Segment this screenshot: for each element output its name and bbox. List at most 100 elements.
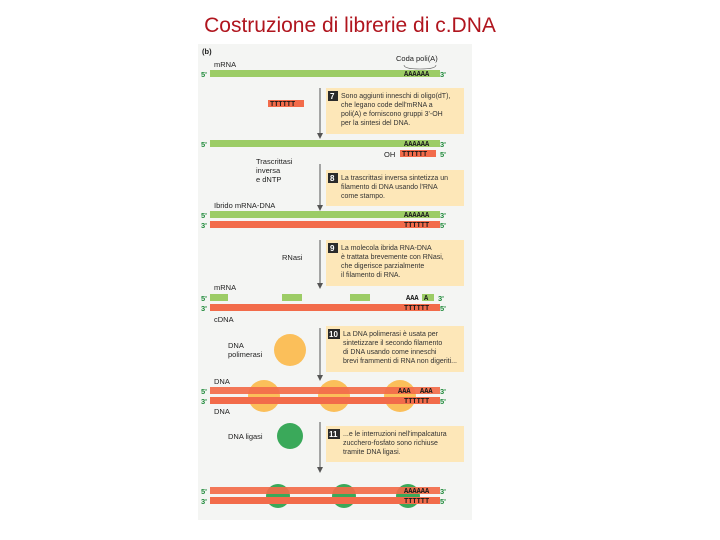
row6-bottom-3prime-end: 3': [201, 497, 207, 506]
step-10-number: 10: [329, 330, 338, 339]
step-7-line-4: per la sintesi del DNA.: [341, 120, 410, 127]
step-7-line-1: Sono aggiunti inneschi di oligo(dT),: [341, 93, 450, 100]
row4-cdna-strand: [210, 304, 440, 311]
step-11-number-badge: [328, 429, 340, 439]
reverse-transcriptase-label-3: e dNTP: [256, 175, 281, 184]
polya-tail-label: Coda poli(A): [396, 54, 438, 63]
row5-polyt-sequence: TTTTTT: [404, 398, 429, 406]
step-9-line-4: il filamento di RNA.: [341, 272, 401, 279]
row5-bottom-5prime-end: 5': [440, 397, 446, 406]
row6-top-3prime-end: 3': [440, 487, 446, 496]
rna-fragment-3: [350, 294, 370, 301]
row5-bottom-3prime-end: 3': [201, 397, 207, 406]
step-9-line-1: La molecola ibrida RNA-DNA: [341, 245, 432, 252]
hybrid-dna-strand: [210, 221, 440, 228]
step-11-box: [326, 426, 464, 462]
row5-new-dna-strand: [210, 387, 440, 394]
row4-top-5prime-end: 5': [201, 294, 207, 303]
dna-ligase-label: DNA ligasi: [228, 432, 263, 441]
reverse-transcriptase-label-1: Trascrittasi: [256, 157, 293, 166]
step-7-number: 7: [330, 92, 335, 101]
row5-dna-bottom-label: DNA: [214, 407, 230, 416]
mrna-strand: [210, 70, 440, 77]
step-11-line-1: ...e le interruzioni nell'impalcatura: [343, 431, 447, 438]
row4-bottom-3prime-end: 3': [201, 304, 207, 313]
step-10-line-1: La DNA polimerasi è usata per: [343, 331, 439, 338]
row4-a-sequence: A: [424, 295, 429, 303]
row6-bottom-5prime-end: 5': [440, 497, 446, 506]
step-7-box: [326, 88, 464, 134]
hybrid-bottom-3prime-end: 3': [201, 221, 207, 230]
row2-5prime-end: 5': [201, 140, 207, 149]
row4-bottom-5prime-end: 5': [440, 304, 446, 313]
step-9-line-3: che digerisce parzialmente: [341, 263, 424, 270]
step-7-line-2: che legano code dell'mRNA a: [341, 102, 433, 109]
row2-oh-label: OH: [384, 150, 395, 159]
cdna-label: cDNA: [214, 315, 234, 324]
hybrid-polya-sequence: AAAAAA: [404, 212, 430, 220]
dna-ligase-icon: [277, 423, 303, 449]
row2-primer-5prime-end: 5': [440, 150, 446, 159]
row6-polyt-sequence: TTTTTT: [404, 498, 429, 506]
panel-letter: (b): [202, 47, 212, 56]
step-11-line-3: tramite DNA ligasi.: [343, 449, 401, 456]
step-8-number-badge: [328, 173, 338, 183]
slide-title: Costruzione di librerie di c.DNA: [204, 14, 496, 37]
cdna-library-diagram: (b) mRNA Coda poli(A) 5' AAAAAA 3' TTTTT…: [198, 44, 472, 520]
step-10-number-badge: [328, 329, 340, 339]
row2-3prime-end: 3': [440, 140, 446, 149]
hybrid-polyt-sequence: TTTTTT: [404, 222, 429, 230]
polymerase-on-dna-2: [318, 380, 350, 412]
polymerase-on-dna-1: [248, 380, 280, 412]
polya-sequence: AAAAAA: [404, 71, 430, 79]
oligo-dt-primer: [268, 100, 304, 107]
step-11-number: 11: [329, 430, 338, 439]
hybrid-bottom-5prime-end: 5': [440, 221, 446, 230]
row4-aaa-sequence: AAA: [406, 295, 419, 303]
rnase-label: RNasi: [282, 253, 303, 262]
row4-polyt-sequence: TTTTTT: [404, 305, 429, 313]
step-9-number-badge: [328, 243, 338, 253]
step-11-line-2: zucchero-fosfato sono richiuse: [343, 440, 438, 447]
row2-polyt-sequence: TTTTTT: [402, 151, 427, 159]
row6-top-dna-strand: [210, 487, 440, 494]
reverse-transcriptase-label-2: inversa: [256, 166, 281, 175]
row6-top-5prime-end: 5': [201, 487, 207, 496]
row5-top-5prime-end: 5': [201, 387, 207, 396]
step-10-line-2: sintetizzare il secondo filamento: [343, 340, 442, 347]
row2-primer-strand: [400, 150, 436, 157]
row5-cdna-strand: [210, 397, 440, 404]
row5-dna-top-label: DNA: [214, 377, 230, 386]
hybrid-top-3prime-end: 3': [440, 211, 446, 220]
row2-polya-sequence: AAAAAA: [404, 141, 430, 149]
step-8-line-2: filamento di DNA usando l'RNA: [341, 184, 438, 191]
step-7-line-3: poli(A) e forniscono gruppi 3'-OH: [341, 111, 443, 118]
step-10-line-3: di DNA usando come inneschi: [343, 349, 437, 356]
row6-polya-sequence: AAAAAA: [404, 488, 430, 496]
rna-fragment-2: [282, 294, 302, 301]
row5-top-3prime-end: 3': [440, 387, 446, 396]
polymerase-on-dna-3: [384, 380, 416, 412]
step-9-number: 9: [330, 244, 335, 253]
dna-polymerase-label-1: DNA: [228, 341, 244, 350]
polya-tail-bracket: [403, 64, 437, 70]
step-7-number-badge: [328, 91, 338, 101]
row5-aaa-sequence-2: AAA: [420, 388, 433, 396]
step-8-box: [326, 170, 464, 206]
row5-aaa-sequence-1: AAA: [398, 388, 411, 396]
row2-mrna-strand: [210, 140, 440, 147]
hybrid-top-5prime-end: 5': [201, 211, 207, 220]
row6-bottom-dna-strand: [210, 497, 440, 504]
rna-fragment-1: [210, 294, 228, 301]
step-9-line-2: è trattata brevemente con RNasi,: [341, 254, 444, 261]
step-10-box: [326, 326, 464, 372]
dna-polymerase-label-2: polimerasi: [228, 350, 263, 359]
hybrid-mrna-strand: [210, 211, 440, 218]
mrna-label: mRNA: [214, 60, 236, 69]
mrna-3prime-end: 3': [440, 70, 446, 79]
step-10-line-4: brevi frammenti di RNA non digeriti...: [343, 358, 457, 365]
step-8-line-1: La trascrittasi inversa sintetizza un: [341, 175, 448, 182]
row4-top-3prime-end: 3': [438, 294, 444, 303]
dna-polymerase-icon: [274, 334, 306, 366]
hybrid-label: Ibrido mRNA-DNA: [214, 201, 275, 210]
